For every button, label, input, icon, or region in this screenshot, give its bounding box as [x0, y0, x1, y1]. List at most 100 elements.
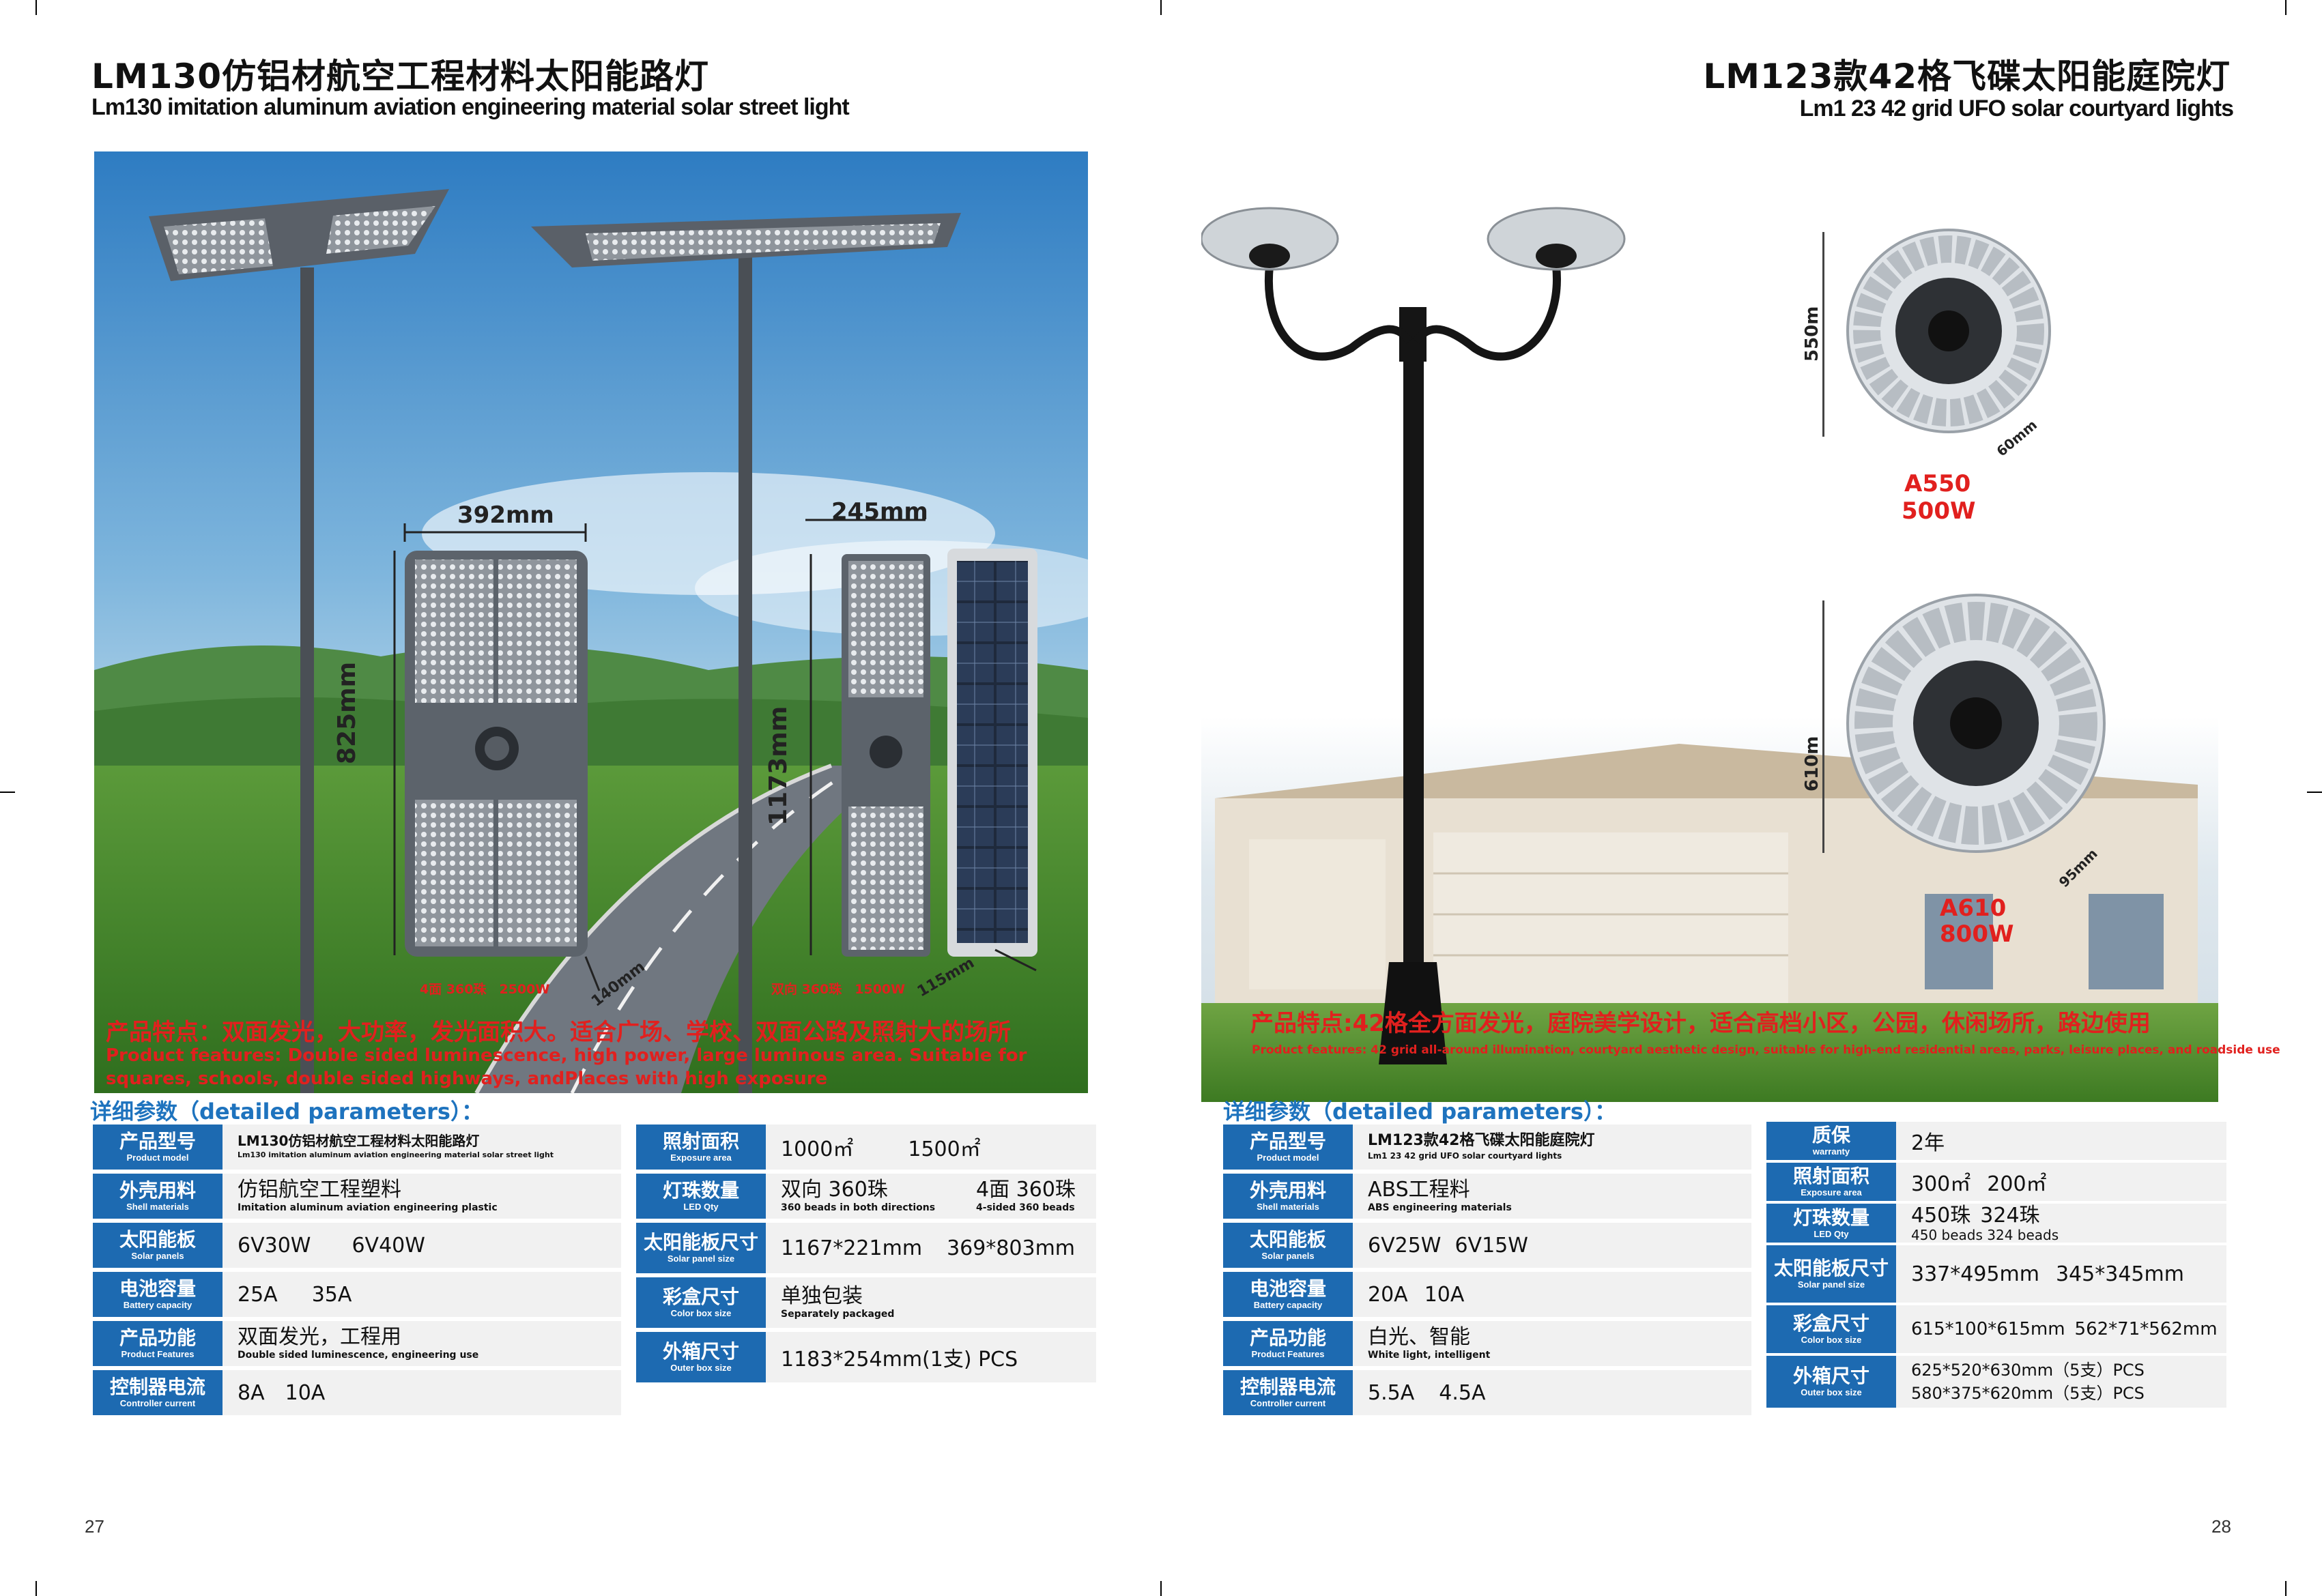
- crop-mark: [1160, 1581, 1162, 1596]
- crop-mark: [0, 792, 15, 793]
- a550-model: A550: [1904, 470, 1971, 497]
- a550-height-label: 550m: [1802, 306, 1822, 362]
- a610-power: 800W: [1940, 920, 2014, 948]
- page-number-left: 27: [85, 1516, 104, 1537]
- dim-height-double: 1173mm: [764, 706, 792, 826]
- a610-disc-image: [1843, 590, 2109, 856]
- crop-mark: [2307, 792, 2322, 793]
- left-section-title: 详细参数（detailed parameters）：: [90, 1099, 483, 1125]
- a610-height-line: [1822, 600, 1824, 853]
- right-section-title: 详细参数（detailed parameters）：: [1223, 1099, 1616, 1125]
- right-title-en: Lm1 23 42 grid UFO solar courtyard light…: [1799, 96, 2234, 121]
- crop-mark: [2285, 1581, 2287, 1596]
- dim-width-double: 245mm: [831, 498, 928, 525]
- street-light-photo: [94, 151, 1088, 1093]
- spec-value: 1183*254mm(1支) PCS: [766, 1332, 1096, 1382]
- left-features-cn: 产品特点：双面发光，大功率，发光面积大。适合广场、学校、双面公路及照射大的场所: [106, 1019, 1011, 1046]
- crop-mark: [35, 0, 37, 15]
- spec-value: 2年: [1896, 1122, 2226, 1160]
- a610-model: A610: [1940, 895, 2007, 922]
- caption-4sided: 4面 360珠 2500W: [420, 982, 550, 997]
- page-number-right: 28: [2211, 1516, 2231, 1537]
- left-title-cn: LM130仿铝材航空工程材料太阳能路灯: [91, 57, 709, 96]
- a550-power: 500W: [1902, 497, 1976, 525]
- right-title-cn: LM123款42格飞碟太阳能庭院灯: [1703, 57, 2231, 96]
- crop-mark: [1160, 0, 1162, 15]
- a610-height-label: 610m: [1802, 736, 1822, 792]
- a550-disc-image: [1843, 225, 2054, 437]
- right-features-en: Product features: 42 grid all-around ill…: [1252, 1043, 2280, 1057]
- left-features-en: Product features: Double sided luminesce…: [106, 1045, 1027, 1089]
- crop-mark: [35, 1581, 37, 1596]
- a550-height-line: [1822, 232, 1824, 437]
- left-title-en: Lm130 imitation aluminum aviation engine…: [91, 94, 850, 120]
- dim-width-4sided: 392mm: [457, 502, 554, 529]
- caption-double: 双向 360珠 1500W: [771, 982, 906, 997]
- crop-mark: [2285, 0, 2287, 15]
